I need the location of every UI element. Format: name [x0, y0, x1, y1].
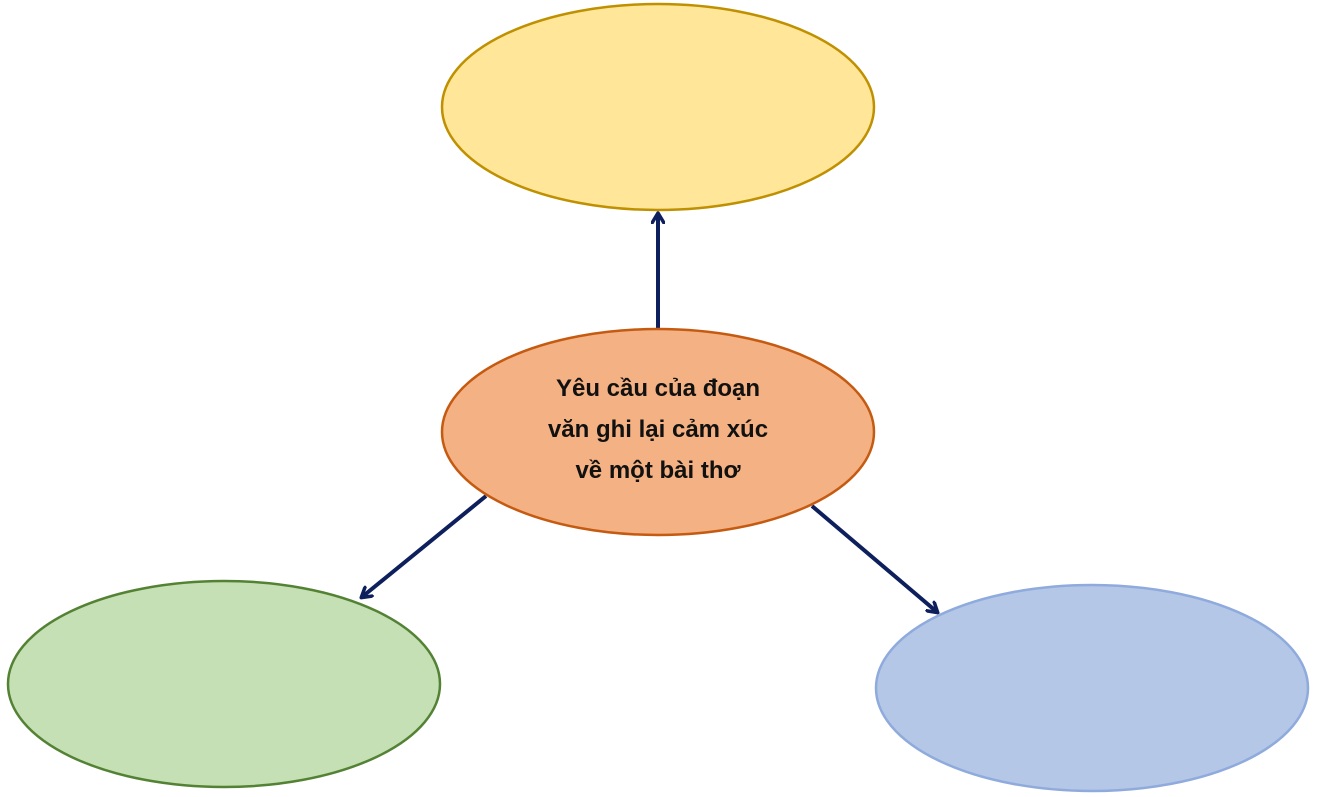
arrow-to-left-node: [362, 494, 488, 597]
left-node-ellipse: [6, 579, 442, 789]
right-node-ellipse: [874, 583, 1310, 793]
top-node-ellipse: [440, 2, 876, 212]
center-node-ellipse: [440, 327, 876, 537]
arrow-to-right-node: [810, 504, 937, 612]
